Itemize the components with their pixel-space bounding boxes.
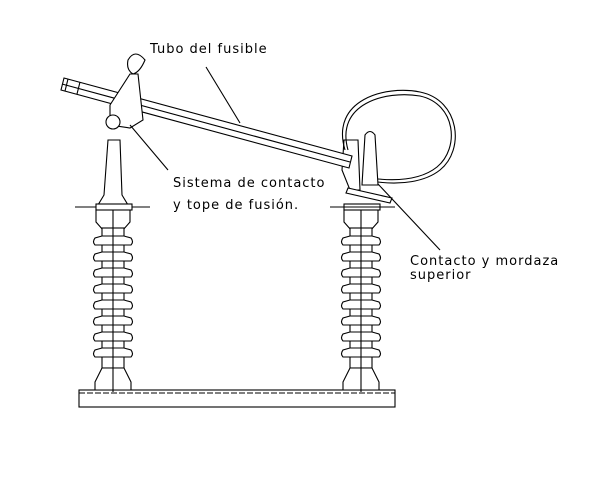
left-insulator	[92, 205, 134, 392]
contact-system-label-line2: y tope de fusión.	[173, 198, 300, 213]
tube-label: Tubo del fusible	[150, 42, 268, 57]
fuse-tube	[60, 77, 353, 169]
contact-system-label-line1: Sistema de contacto	[173, 176, 326, 191]
contact-head	[105, 53, 146, 130]
contact-system-leader-line	[129, 124, 169, 171]
upper-contact-leader-line	[377, 183, 441, 251]
pull-ring-loop	[342, 89, 456, 184]
tube-leader-line	[205, 66, 241, 124]
left-support-post	[75, 139, 150, 211]
right-insulator	[340, 205, 382, 392]
right-contact-assembly	[330, 130, 395, 211]
upper-contact-label-line1: Contacto y mordaza	[410, 254, 560, 269]
upper-contact-label-line2: superior	[410, 268, 472, 283]
base-plate	[78, 389, 396, 408]
